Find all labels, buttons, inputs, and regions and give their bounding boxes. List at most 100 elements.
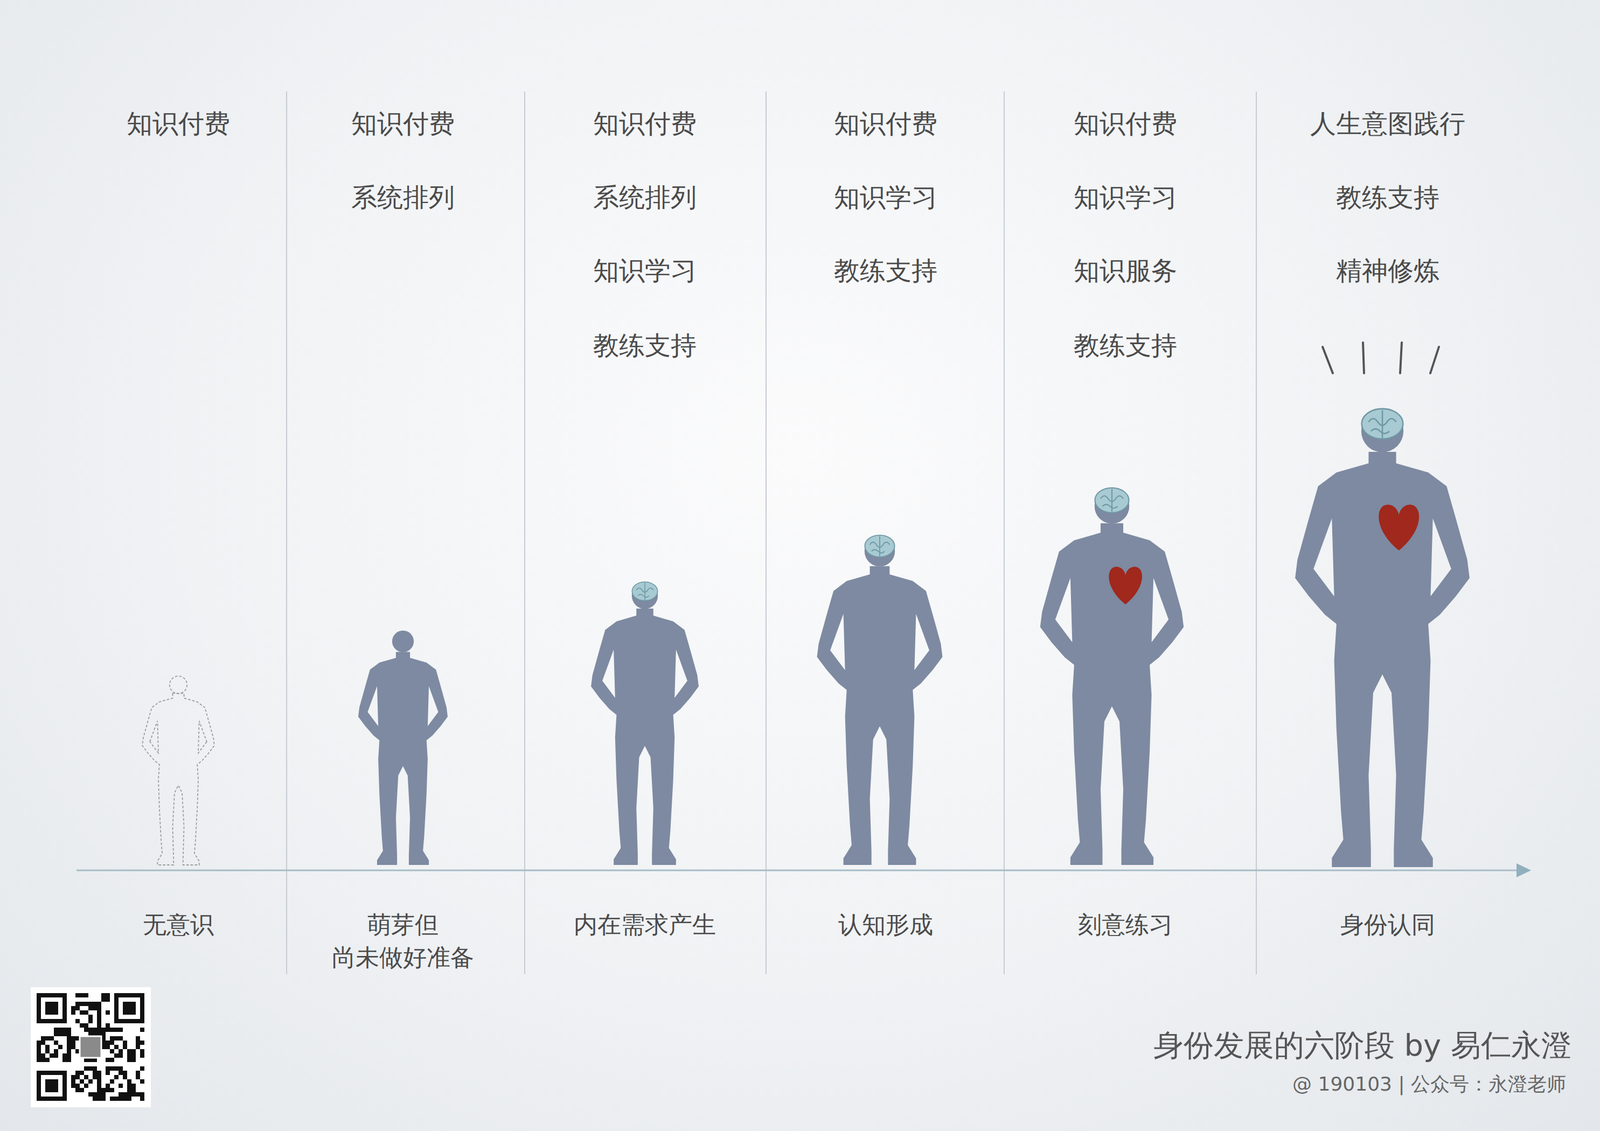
- qr-module: [75, 1070, 80, 1076]
- qr-module: [101, 1096, 106, 1102]
- stage-item: 教练支持: [537, 329, 753, 362]
- stage-label: 萌芽但 尚未做好准备: [311, 908, 495, 975]
- qr-module: [92, 1070, 97, 1076]
- qr-module: [58, 1032, 63, 1037]
- qr-module: [127, 1079, 132, 1084]
- qr-module: [96, 1010, 102, 1015]
- qr-module: [40, 1053, 46, 1059]
- qr-module: [101, 1088, 106, 1093]
- qr-module: [75, 1083, 80, 1089]
- qr-module: [105, 993, 110, 998]
- qr-module: [140, 1079, 145, 1084]
- qr-module: [109, 1036, 115, 1041]
- qr-module: [84, 993, 89, 998]
- qr-module: [84, 1066, 89, 1071]
- qr-module: [96, 1075, 102, 1080]
- qr-module: [53, 1032, 59, 1037]
- qr-module: [62, 1053, 67, 1059]
- qr-module: [127, 1053, 132, 1059]
- qr-module: [58, 1045, 63, 1050]
- qr-module: [71, 1083, 76, 1089]
- qr-module: [131, 1058, 136, 1063]
- qr-module: [109, 1079, 115, 1084]
- qr-module: [140, 1096, 145, 1102]
- qr-module: [105, 997, 110, 1003]
- qr-module: [109, 1049, 115, 1054]
- qr-module: [71, 1045, 76, 1050]
- qr-module: [105, 1088, 110, 1093]
- qr-module: [92, 1027, 97, 1033]
- qr-module: [62, 1032, 67, 1037]
- qr-module: [127, 1096, 132, 1102]
- stage-label: 内在需求产生: [553, 908, 737, 942]
- heart-icon: [1108, 566, 1143, 605]
- brain-icon: [1361, 408, 1404, 440]
- qr-module: [127, 1058, 132, 1063]
- qr-module: [88, 1027, 93, 1033]
- stage-item: 系统排列: [537, 181, 753, 214]
- qr-module: [88, 1079, 93, 1084]
- stage-item: 知识服务: [1017, 254, 1234, 287]
- qr-module: [66, 1053, 72, 1059]
- qr-module: [66, 1036, 72, 1041]
- qr-module: [114, 1027, 119, 1033]
- qr-module: [122, 1075, 128, 1080]
- stage-column: 人生意图践行教练支持精神修炼身份认同: [1256, 91, 1521, 976]
- qr-module: [79, 1079, 85, 1084]
- qr-module: [118, 1053, 123, 1059]
- qr-module: [105, 1045, 110, 1050]
- qr-module: [40, 1036, 46, 1041]
- qr-module: [96, 1002, 102, 1007]
- qr-module: [131, 1053, 136, 1059]
- qr-module: [105, 1040, 110, 1046]
- stage-item: 知识付费: [1017, 107, 1234, 140]
- qr-module: [66, 1027, 72, 1033]
- person-silhouette: [358, 630, 448, 866]
- radiance-lines: [1322, 342, 1439, 374]
- qr-module: [92, 1096, 97, 1102]
- qr-module: [71, 1075, 76, 1080]
- stage-item: 知识付费: [537, 107, 753, 140]
- qr-module: [66, 1058, 72, 1063]
- qr-module: [92, 1006, 97, 1011]
- dashed-figure: [142, 676, 215, 866]
- figures: [142, 342, 1470, 868]
- qr-module: [75, 1002, 80, 1007]
- qr-module: [135, 1075, 141, 1080]
- stage-item: 教练支持: [777, 254, 994, 287]
- qr-module: [114, 1053, 119, 1059]
- qr-module: [84, 1083, 89, 1089]
- qr-module: [140, 1092, 145, 1097]
- brain-icon: [631, 582, 658, 602]
- qr-finder: [45, 1079, 59, 1093]
- qr-module: [79, 993, 85, 998]
- qr-module: [109, 1040, 115, 1046]
- qr-module: [75, 1088, 80, 1093]
- stage-column: 知识付费无意识: [70, 91, 287, 976]
- qr-module: [118, 1066, 123, 1071]
- stage-label: 刻意练习: [1033, 908, 1217, 942]
- qr-finder: [36, 993, 67, 1024]
- separator-line: [1255, 91, 1257, 975]
- qr-module: [88, 1019, 93, 1024]
- qr-module: [135, 1092, 141, 1097]
- qr-module: [105, 1023, 110, 1028]
- qr-module: [40, 1040, 46, 1046]
- stage-label: 无意识: [86, 908, 270, 942]
- qr-module: [96, 1070, 102, 1076]
- qr-module: [71, 1079, 76, 1084]
- qr-module: [96, 1014, 102, 1020]
- qr-module: [96, 1092, 102, 1097]
- qr-module: [114, 1045, 119, 1050]
- qr-module: [96, 1088, 102, 1093]
- timeline-axis: [76, 863, 1532, 878]
- qr-module: [127, 1083, 132, 1089]
- qr-module: [101, 997, 106, 1003]
- qr-finder: [122, 1002, 136, 1015]
- qr-module: [79, 1002, 85, 1007]
- qr-module: [75, 1019, 80, 1024]
- qr-finder: [118, 997, 141, 1020]
- qr-module: [105, 1066, 110, 1071]
- stage-column: 知识付费知识学习教练支持认知形成: [766, 91, 1005, 976]
- qr-module: [49, 1053, 54, 1059]
